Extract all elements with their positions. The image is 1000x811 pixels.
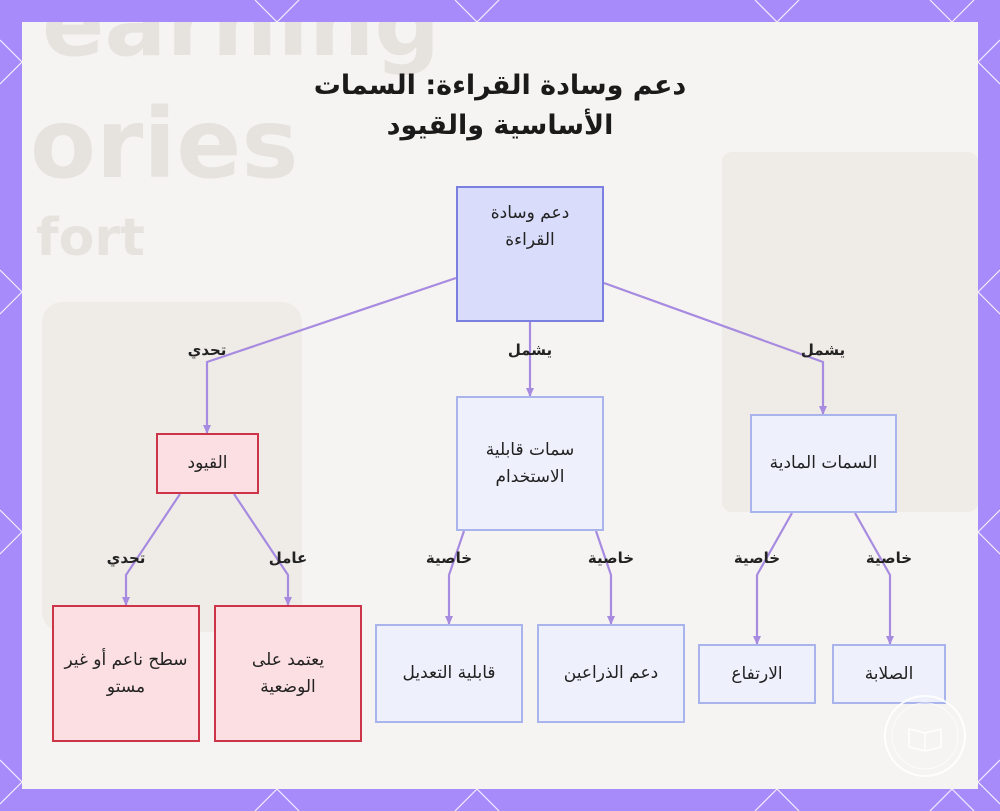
edge-physical-firmness — [854, 512, 894, 645]
node-position-dependent: يعتمد على الوضعية — [214, 605, 362, 742]
node-constraints: القيود — [156, 433, 259, 494]
edge-label-usability-adjust: خاصية — [425, 549, 473, 567]
edge-physical-height — [753, 512, 793, 645]
edge-label-usability-arm: خاصية — [587, 549, 635, 567]
book-seal-icon — [884, 695, 966, 777]
node-adjustability: قابلية التعديل — [375, 624, 523, 723]
node-firmness: الصلابة — [832, 644, 946, 704]
edge-constraints-position — [233, 493, 292, 606]
node-physical-features: السمات المادية — [750, 414, 897, 513]
edge-label-physical-height: خاصية — [733, 549, 781, 567]
background-text: ories — [30, 88, 299, 200]
edge-label-root-physical: يشمل — [800, 341, 846, 359]
background-text: earning — [42, 22, 441, 77]
edge-usability-adjust — [445, 530, 466, 625]
edge-label-physical-firmness: خاصية — [865, 549, 913, 567]
edge-root-constraints — [203, 276, 457, 434]
edge-label-constraints-position: عامل — [268, 549, 308, 567]
node-arm-support: دعم الذراعين — [537, 624, 685, 723]
edge-label-root-usability: يشمل — [507, 341, 553, 359]
node-height: الارتفاع — [698, 644, 816, 704]
diagram-title: دعم وسادة القراءة: السمات الأساسية والقي… — [313, 70, 687, 141]
edge-root-physical — [603, 281, 827, 415]
node-reading-pillow-support: دعم وسادة القراءة — [456, 186, 604, 322]
node-usability-features: سمات قابلية الاستخدام — [456, 396, 604, 531]
background-text: fort — [36, 208, 145, 268]
edge-label-constraints-surface: تحدي — [106, 549, 146, 567]
edge-label-root-constraints: تحدي — [187, 341, 227, 359]
node-soft-uneven-surface: سطح ناعم أو غير مستو — [52, 605, 200, 742]
edge-usability-arm — [594, 530, 615, 625]
edge-constraints-surface — [122, 493, 181, 606]
